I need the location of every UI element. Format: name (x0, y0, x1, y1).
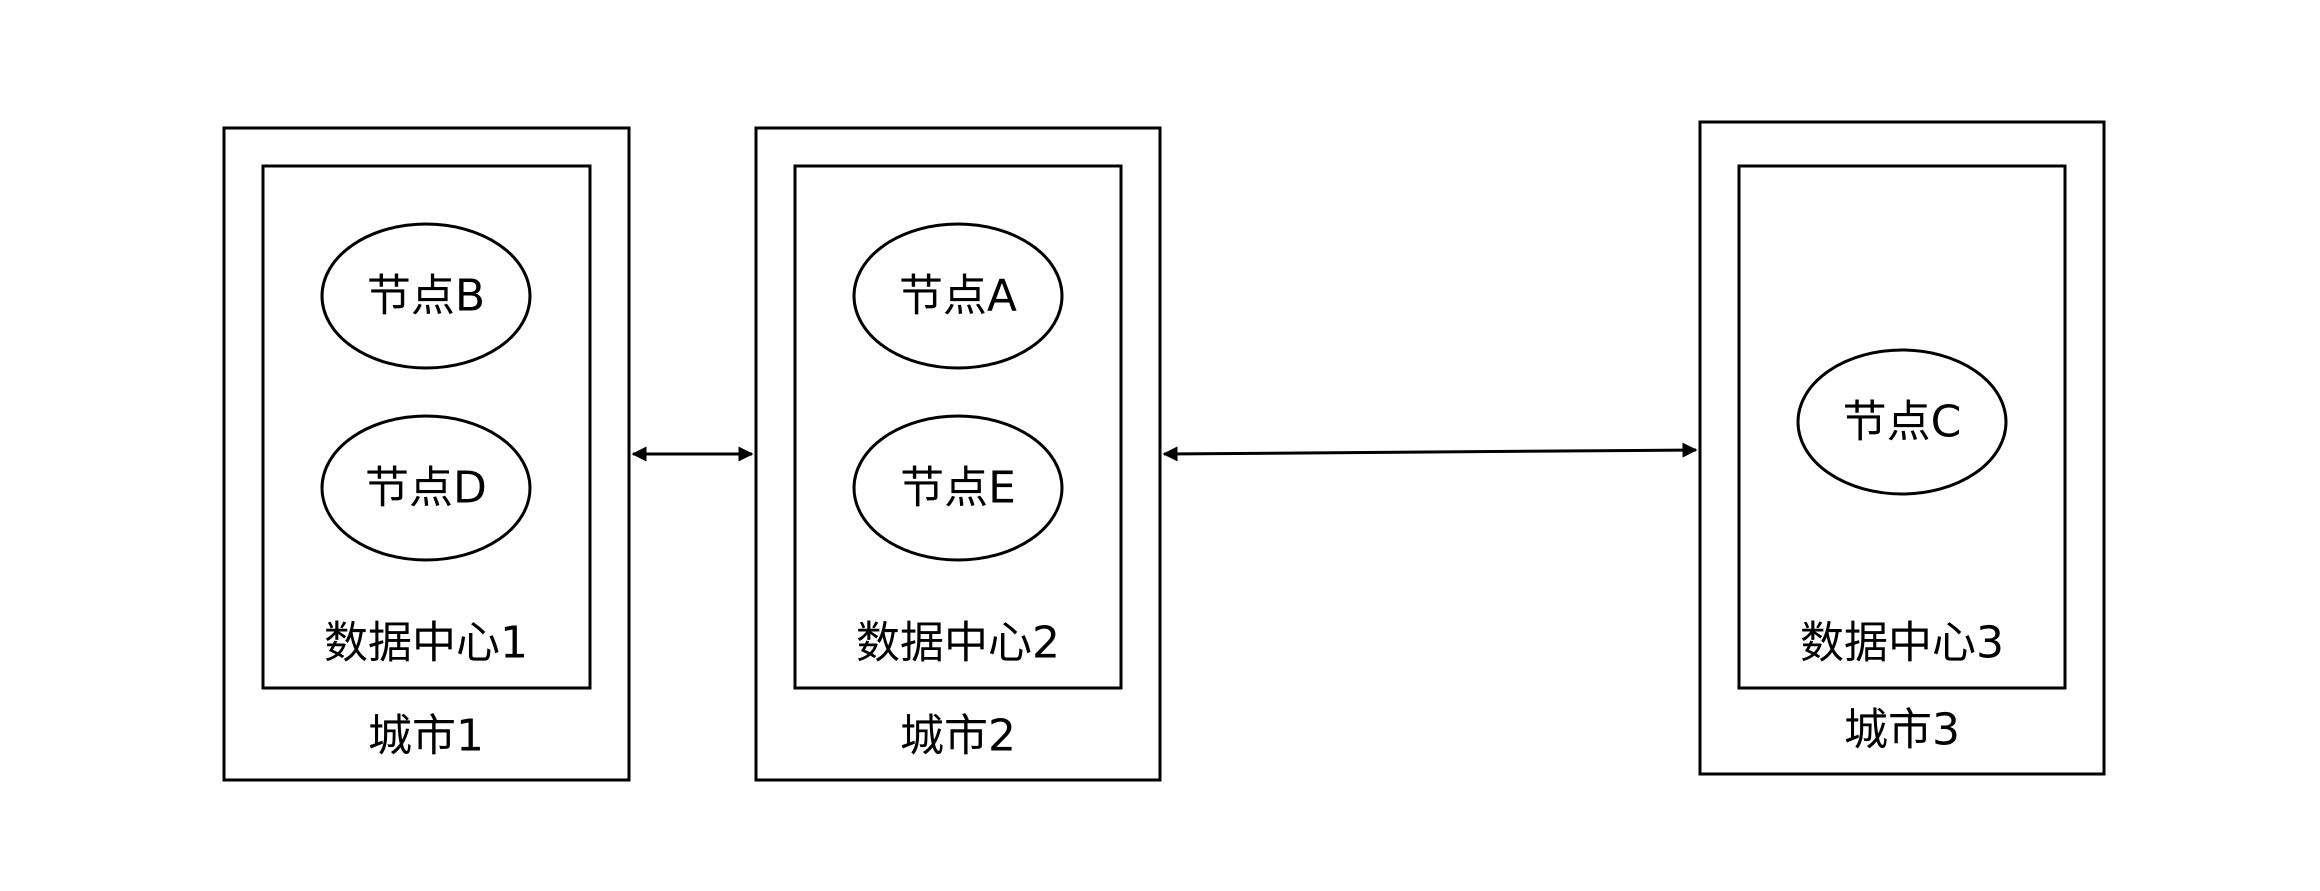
node-e-ellipse (852, 414, 1064, 562)
city-1: 节点B 节点D 数据中心1 城市1 (222, 126, 631, 782)
datacenter-2-label: 数据中心2 (856, 618, 1060, 669)
node-d-label: 节点D (365, 463, 487, 514)
node-a-label: 节点A (899, 271, 1017, 322)
node-b-ellipse (320, 222, 532, 370)
datacenter-3-label: 数据中心3 (1800, 618, 2004, 669)
datacenter-1-label: 数据中心1 (324, 618, 528, 669)
node-e-label: 节点E (900, 463, 1016, 514)
city-2-label: 城市2 (900, 711, 1016, 762)
node-a-ellipse (852, 222, 1064, 370)
node-c-label: 节点C (1843, 397, 1962, 448)
node-b-label: 节点B (367, 271, 485, 322)
city-3-label: 城市3 (1844, 705, 1960, 756)
city-1-label: 城市1 (368, 711, 484, 762)
node-d-ellipse (320, 414, 532, 562)
city-2: 节点A 节点E 数据中心2 城市2 (754, 126, 1162, 782)
link-city2-city3-arrow (1162, 442, 1698, 462)
node-c-ellipse (1796, 348, 2008, 496)
city-3: 节点C 数据中心3 城市3 (1698, 120, 2106, 776)
